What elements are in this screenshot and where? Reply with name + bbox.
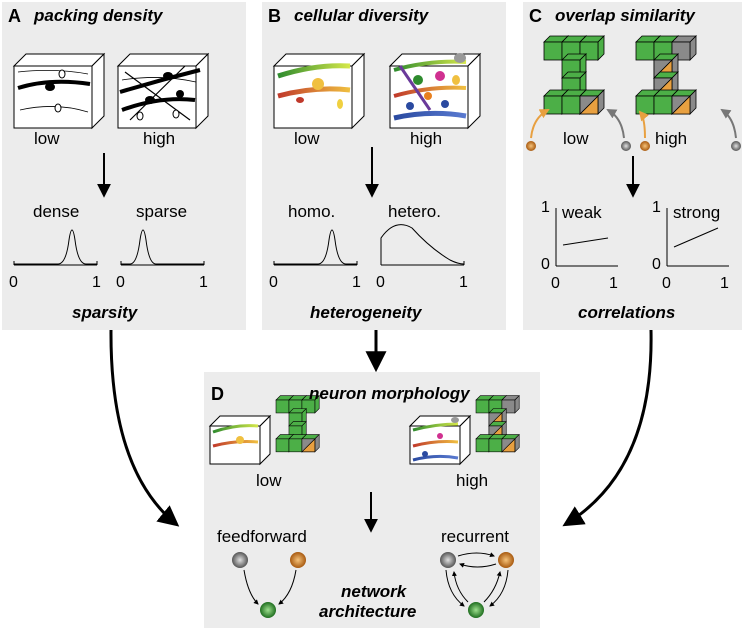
- panel-a-cube-low-label: low: [34, 129, 60, 148]
- tick-label: 0: [116, 274, 125, 291]
- panel-b-cube-low-label: low: [294, 129, 320, 148]
- panel-a-letter: A: [8, 6, 21, 26]
- voxel-front: [488, 438, 503, 453]
- panel-a-dist-right-label: sparse: [136, 202, 188, 221]
- cube-high-a: [116, 52, 210, 130]
- panel-a-footer: sparsity: [72, 303, 138, 322]
- panel-c-letter: C: [529, 6, 542, 26]
- panel-c-corr-left-label: weak: [562, 203, 602, 222]
- curve-arrow-a-to-d: [109, 329, 180, 527]
- tick-label: 1: [199, 274, 208, 291]
- node-green-rec: [468, 602, 484, 618]
- tick-label: 0: [662, 275, 671, 292]
- y-tick-label: 0: [541, 256, 550, 273]
- voxel-front: [275, 438, 290, 453]
- panel-d-feedforward-label: feedforward: [217, 527, 307, 546]
- dist-sparse: [120, 229, 205, 266]
- gray-arrow-c1: [606, 109, 625, 139]
- y-tick-label: 1: [541, 199, 550, 216]
- block-high-c: [635, 35, 697, 115]
- cube-low-a: [12, 52, 106, 130]
- panel-d-title: neuron morphology: [309, 384, 470, 403]
- panel-c-title: overlap similarity: [555, 6, 695, 25]
- tick-label: 1: [459, 274, 468, 291]
- tick-label: 1: [352, 274, 361, 291]
- node-orange-ff: [290, 552, 306, 568]
- panel-a-cube-high-label: high: [143, 129, 176, 148]
- tick-label: 0: [376, 274, 385, 291]
- dist-homo: [273, 229, 358, 266]
- gray-neuron-c2: [731, 141, 741, 151]
- tick-label: 0: [9, 274, 18, 291]
- panel-d-footer-line1: network: [341, 582, 407, 601]
- voxel-front: [653, 95, 673, 115]
- dist-dense: [13, 229, 98, 266]
- panel-d-letter: D: [211, 384, 224, 404]
- panel-b-dist-left-label: homo.: [288, 202, 336, 221]
- voxel-front: [543, 41, 563, 61]
- cube-low-b: [272, 52, 366, 130]
- voxel-overlap-gray: [501, 438, 516, 453]
- voxel-front: [635, 95, 655, 115]
- panel-d-high-label: high: [456, 471, 489, 490]
- panel-d-low-label: low: [256, 471, 282, 490]
- tick-label: 0: [551, 275, 560, 292]
- panel-a-dist-left-label: dense: [33, 202, 80, 221]
- voxel-front: [275, 399, 290, 414]
- tick-label: 1: [92, 274, 101, 291]
- orange-arrow-c1: [530, 109, 550, 139]
- y-tick-label: 1: [652, 199, 661, 216]
- panel-d-recurrent-label: recurrent: [441, 527, 510, 546]
- panel-b-dist-right-label: hetero.: [388, 202, 441, 221]
- feedforward-network: [232, 552, 306, 618]
- node-green-ff: [260, 602, 276, 618]
- panel-d-footer-line2: architecture: [319, 602, 417, 621]
- corr-strong: [666, 208, 729, 267]
- tick-label: 1: [609, 275, 618, 292]
- orange-neuron-c1: [526, 141, 536, 151]
- voxel-front: [475, 399, 490, 414]
- panel-b-letter: B: [268, 6, 281, 26]
- recurrent-network: [440, 552, 514, 618]
- tick-label: 1: [720, 275, 729, 292]
- block-low-d: [275, 394, 320, 453]
- voxel-overlap-gray: [301, 438, 316, 453]
- voxel-front: [288, 438, 303, 453]
- voxel-front: [475, 438, 490, 453]
- tick-label: 0: [269, 274, 278, 291]
- node-orange-rec: [498, 552, 514, 568]
- block-high-d: [475, 394, 520, 453]
- node-gray-ff: [232, 552, 248, 568]
- panel-c-corr-right-label: strong: [673, 203, 721, 222]
- orange-neuron-c2: [640, 141, 650, 151]
- cube-high-b: [388, 52, 482, 130]
- gray-arrow-c2: [720, 108, 737, 139]
- panel-b-footer: heterogeneity: [310, 303, 422, 322]
- panel-c-block-low-label: low: [563, 129, 589, 148]
- orange-arrow-c2: [638, 110, 649, 139]
- voxel-overlap-gray: [671, 95, 691, 115]
- node-gray-rec: [440, 552, 456, 568]
- panel-a-title: packing density: [34, 6, 163, 25]
- voxel-front: [635, 41, 655, 61]
- panel-c-footer: correlations: [578, 303, 676, 322]
- voxel-overlap-gray: [579, 95, 599, 115]
- panel-c-block-high-label: high: [655, 129, 688, 148]
- panel-b-cube-high-label: high: [410, 129, 443, 148]
- voxel-front: [561, 95, 581, 115]
- gray-neuron-c1: [621, 141, 631, 151]
- corr-weak: [555, 208, 618, 267]
- cube-low-d: [208, 414, 272, 466]
- panel-b-title: cellular diversity: [294, 6, 429, 25]
- dist-hetero: [380, 224, 465, 266]
- y-tick-label: 0: [652, 256, 661, 273]
- block-low-c: [543, 35, 605, 115]
- cube-high-d: [408, 414, 472, 466]
- curve-arrow-c-to-d: [562, 329, 653, 527]
